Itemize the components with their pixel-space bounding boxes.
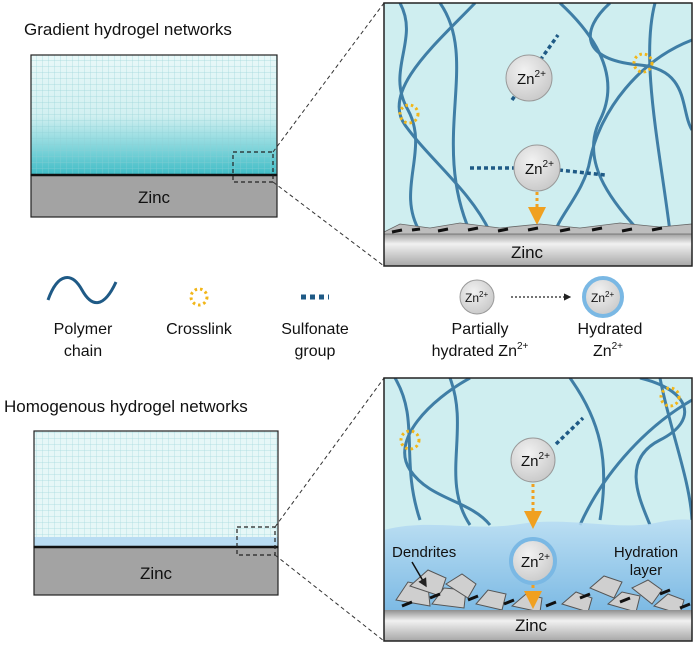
zn-ion-label: Zn (525, 161, 543, 178)
bottom-zinc-block (33, 545, 279, 596)
zn-ion-icon (513, 144, 561, 192)
sulfonate-surface-marks (391, 226, 663, 234)
crosslink-icon (189, 287, 209, 307)
bottom-zoom-line-2 (274, 554, 385, 642)
svg-text:Zn2+: Zn2+ (591, 290, 614, 305)
svg-text:Zn2+: Zn2+ (521, 552, 550, 571)
polymer-chain (648, 3, 672, 233)
polymer-chain (658, 378, 692, 521)
legend-sulfonate-label-2: group (295, 343, 336, 360)
zn-ion-charge: 2+ (539, 451, 551, 462)
sulfonate-link (558, 168, 606, 177)
polymer-chain (403, 378, 492, 526)
bottom-zoom-line-1 (274, 377, 385, 528)
polymer-chain (588, 3, 692, 131)
legend-hydrated-label-2: Zn (593, 343, 612, 360)
zn-ion-charge: 2+ (535, 69, 547, 80)
hydrated-zn-charge: 2+ (539, 552, 551, 563)
top-zoom-line-2 (272, 181, 385, 267)
zn-ion-label: Zn (521, 453, 539, 470)
top-zoom-line-1 (272, 2, 385, 153)
crosslink-icon (399, 429, 421, 451)
svg-text:Zn2+: Zn2+ (517, 69, 546, 88)
polymer-chain (634, 378, 687, 526)
zn-ion-icon (510, 437, 556, 483)
svg-text:Zn2+: Zn2+ (465, 290, 488, 305)
polymer-chain-icon (46, 276, 118, 304)
crosslink-icon (659, 386, 681, 408)
zn-ion-charge: 2+ (543, 159, 555, 170)
bottom-polymer-chains (393, 378, 692, 526)
partial-zn-label: Zn (465, 291, 479, 305)
hydration-label-1: Hydration (614, 544, 678, 561)
legend-partial-label-2: hydrated Zn (432, 343, 517, 360)
hydrated-zn-icon (509, 537, 557, 585)
dendrites-label: Dendrites (392, 544, 456, 561)
crosslink-icon (398, 103, 420, 125)
top-title: Gradient hydrogel networks (24, 20, 232, 39)
legend-polymer-label-2: chain (64, 343, 102, 360)
sulfonate-link (510, 33, 560, 102)
polymer-chain (568, 378, 606, 521)
gradient-hydrogel-block (30, 54, 278, 176)
top-zoom-panel: Zn2+ Zn2+ Zinc (383, 2, 693, 267)
bottom-zoom-zinc-label: Zinc (515, 616, 548, 635)
bottom-title: Homogenous hydrogel networks (4, 397, 248, 416)
legend: Polymer chain Crosslink Sulfonate group … (46, 276, 643, 360)
polymer-chain (553, 38, 692, 233)
hydrated-zn-charge: 2+ (605, 290, 614, 299)
svg-text:hydrated Zn2+: hydrated Zn2+ (432, 341, 529, 360)
polymer-chain (393, 378, 422, 521)
hydrated-zn-icon (582, 276, 624, 318)
zn-ion-icon (505, 54, 553, 102)
hydrated-zn-label: Zn (591, 291, 605, 305)
zn-ion-label: Zn (517, 71, 535, 88)
top-zoom-zinc (384, 232, 692, 266)
polymer-chain (398, 3, 422, 233)
legend-partial-label-sup: 2+ (517, 341, 529, 352)
legend-partial-label-1: Partially (452, 321, 509, 338)
legend-polymer-label-1: Polymer (54, 321, 113, 338)
bottom-zinc-label: Zinc (140, 564, 173, 583)
top-zinc-label: Zinc (138, 188, 171, 207)
legend-sulfonate-label-1: Sulfonate (281, 321, 349, 338)
svg-text:Zn2+: Zn2+ (525, 159, 554, 178)
svg-text:Zn2+: Zn2+ (593, 341, 623, 360)
top-polymer-chains (397, 3, 692, 234)
homogenous-hydrogel-block (33, 430, 279, 548)
bottom-zoom-zinc (384, 610, 692, 641)
polymer-chain (438, 3, 472, 233)
sulfonate-surface-marks (401, 588, 691, 610)
bottom-zoom-panel: Zn2+ Zn2+ Dendrites (383, 377, 693, 642)
hydration-label-2: layer (630, 562, 663, 579)
crosslink-icon (632, 52, 654, 74)
legend-crosslink-label: Crosslink (166, 321, 233, 338)
partial-zn-icon (459, 279, 495, 315)
polymer-chain (448, 378, 472, 526)
polymer-chain (578, 398, 692, 526)
dendrites-pointer (411, 561, 427, 588)
bottom-zoom-box (236, 526, 276, 556)
legend-hydrated-label-sup: 2+ (612, 341, 624, 352)
hydrated-zn-label: Zn (521, 554, 539, 571)
sulfonate-link (554, 416, 585, 446)
svg-text:Zn2+: Zn2+ (521, 451, 550, 470)
legend-hydrated-label-1: Hydrated (578, 321, 643, 338)
top-zoom-zinc-label: Zinc (511, 243, 544, 262)
partial-zn-charge: 2+ (479, 290, 488, 299)
polymer-chain (397, 3, 492, 233)
